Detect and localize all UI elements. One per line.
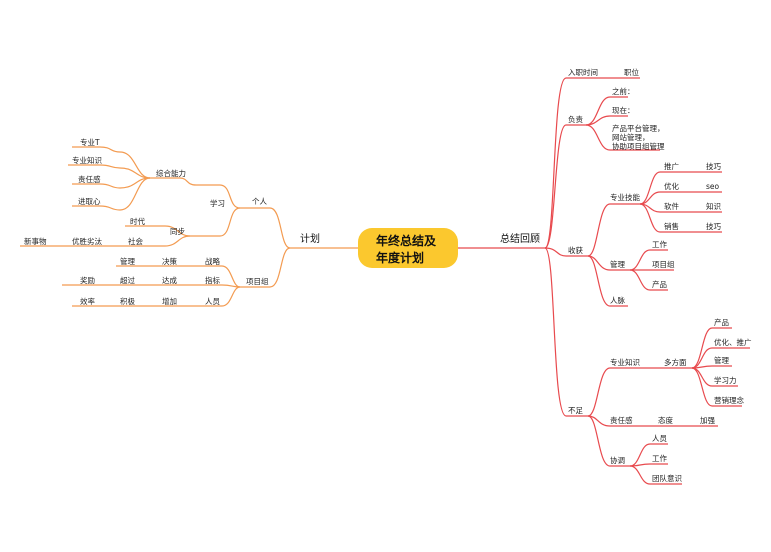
node-duty-1[interactable]: 之前： <box>612 86 635 96</box>
node-proj-r1-3[interactable]: 管理 <box>120 256 135 266</box>
node-duty-5[interactable]: 协助项目组管理 <box>612 141 665 151</box>
node-manage[interactable]: 管理 <box>610 259 625 269</box>
node-skill[interactable]: 专业技能 <box>610 192 640 202</box>
central-topic[interactable]: 年终总结及 年度计划 <box>358 228 458 268</box>
node-resp-end[interactable]: 加强 <box>700 415 715 425</box>
branch-plan[interactable]: 计划 <box>300 232 320 245</box>
right-labels: 总结回顾 入职时间 职位 负责 之前： 现在： 产品平台管理， 网站管理， 协助… <box>500 67 752 483</box>
node-manage-1[interactable]: 工作 <box>652 239 667 249</box>
node-duty-3[interactable]: 产品平台管理， <box>612 123 665 133</box>
node-coord-1[interactable]: 人员 <box>652 434 667 443</box>
node-proj-r3-3[interactable]: 积极 <box>120 296 135 306</box>
node-ability-3[interactable]: 责任感 <box>78 174 101 184</box>
node-proj-r2-3[interactable]: 超过 <box>120 275 135 285</box>
node-knowledge-1[interactable]: 产品 <box>714 317 729 327</box>
node-knowledge-3[interactable]: 管理 <box>714 355 729 365</box>
node-study[interactable]: 学习 <box>210 198 225 208</box>
node-project[interactable]: 项目组 <box>246 276 269 286</box>
node-sync[interactable]: 同步 <box>170 227 185 236</box>
node-people[interactable]: 人脉 <box>610 295 625 305</box>
central-topic-box <box>358 228 458 268</box>
node-coord-3[interactable]: 团队意识 <box>652 473 682 483</box>
node-ability-1[interactable]: 专业T <box>80 137 100 147</box>
node-join[interactable]: 入职时间 <box>568 67 598 77</box>
node-duty-2[interactable]: 现在： <box>612 105 635 115</box>
central-topic-line2: 年度计划 <box>376 250 424 265</box>
node-resp[interactable]: 责任感 <box>610 415 633 425</box>
node-knowledge-4[interactable]: 学习力 <box>714 375 737 385</box>
branch-review[interactable]: 总结回顾 <box>500 232 540 245</box>
node-knowledge[interactable]: 专业知识 <box>610 357 640 367</box>
node-personal[interactable]: 个人 <box>252 197 267 206</box>
left-connectors <box>20 146 358 307</box>
node-proj-r1-1[interactable]: 战略 <box>205 256 220 266</box>
node-skill-r3-a[interactable]: 软件 <box>664 201 679 211</box>
node-manage-2[interactable]: 项目组 <box>652 259 675 269</box>
node-proj-r3-2[interactable]: 增加 <box>162 296 177 306</box>
node-extra-1[interactable]: 优胜劣汰 <box>72 236 102 246</box>
node-join-child[interactable]: 职位 <box>624 67 639 77</box>
central-topic-line1: 年终总结及 <box>376 233 437 248</box>
node-proj-r3-4[interactable]: 效率 <box>80 296 95 306</box>
node-resp-sub[interactable]: 态度 <box>658 415 673 425</box>
node-skill-r1-a[interactable]: 推广 <box>664 161 679 171</box>
node-ability-2[interactable]: 专业知识 <box>72 155 102 165</box>
left-labels: 计划 个人 学习 综合能力 专业T 专业知识 责任感 进取心 同步 时代 社会 … <box>24 137 320 306</box>
node-sync-2[interactable]: 社会 <box>128 236 143 246</box>
node-ability-4[interactable]: 进取心 <box>78 197 101 206</box>
node-skill-r1-b[interactable]: 技巧 <box>706 161 721 171</box>
node-lack[interactable]: 不足 <box>568 406 583 415</box>
node-knowledge-sub[interactable]: 多方面 <box>664 357 687 367</box>
node-gain[interactable]: 收获 <box>568 245 583 255</box>
node-skill-r3-b[interactable]: 知识 <box>706 201 721 211</box>
node-proj-r2-4[interactable]: 奖励 <box>80 275 95 285</box>
node-skill-r4-b[interactable]: 技巧 <box>706 221 721 231</box>
node-sync-1[interactable]: 时代 <box>130 216 145 226</box>
node-proj-r2-2[interactable]: 达成 <box>162 275 177 285</box>
node-extra-2[interactable]: 新事物 <box>24 236 47 246</box>
node-knowledge-2[interactable]: 优化、推广 <box>714 337 752 347</box>
node-duty[interactable]: 负责 <box>568 114 583 124</box>
node-proj-r1-2[interactable]: 决策 <box>162 256 177 266</box>
node-duty-4[interactable]: 网站管理， <box>612 132 650 142</box>
node-manage-3[interactable]: 产品 <box>652 279 667 289</box>
node-coord-2[interactable]: 工作 <box>652 453 667 463</box>
right-connectors <box>458 77 750 485</box>
node-skill-r4-a[interactable]: 销售 <box>664 221 679 231</box>
node-knowledge-5[interactable]: 营销理念 <box>714 395 744 405</box>
node-proj-r2-1[interactable]: 指标 <box>205 275 220 285</box>
node-skill-r2-b[interactable]: seo <box>706 182 720 191</box>
node-ability[interactable]: 综合能力 <box>156 168 186 178</box>
node-coord[interactable]: 协调 <box>610 455 625 465</box>
node-skill-r2-a[interactable]: 优化 <box>664 181 679 191</box>
node-proj-r3-1[interactable]: 人员 <box>205 297 220 306</box>
